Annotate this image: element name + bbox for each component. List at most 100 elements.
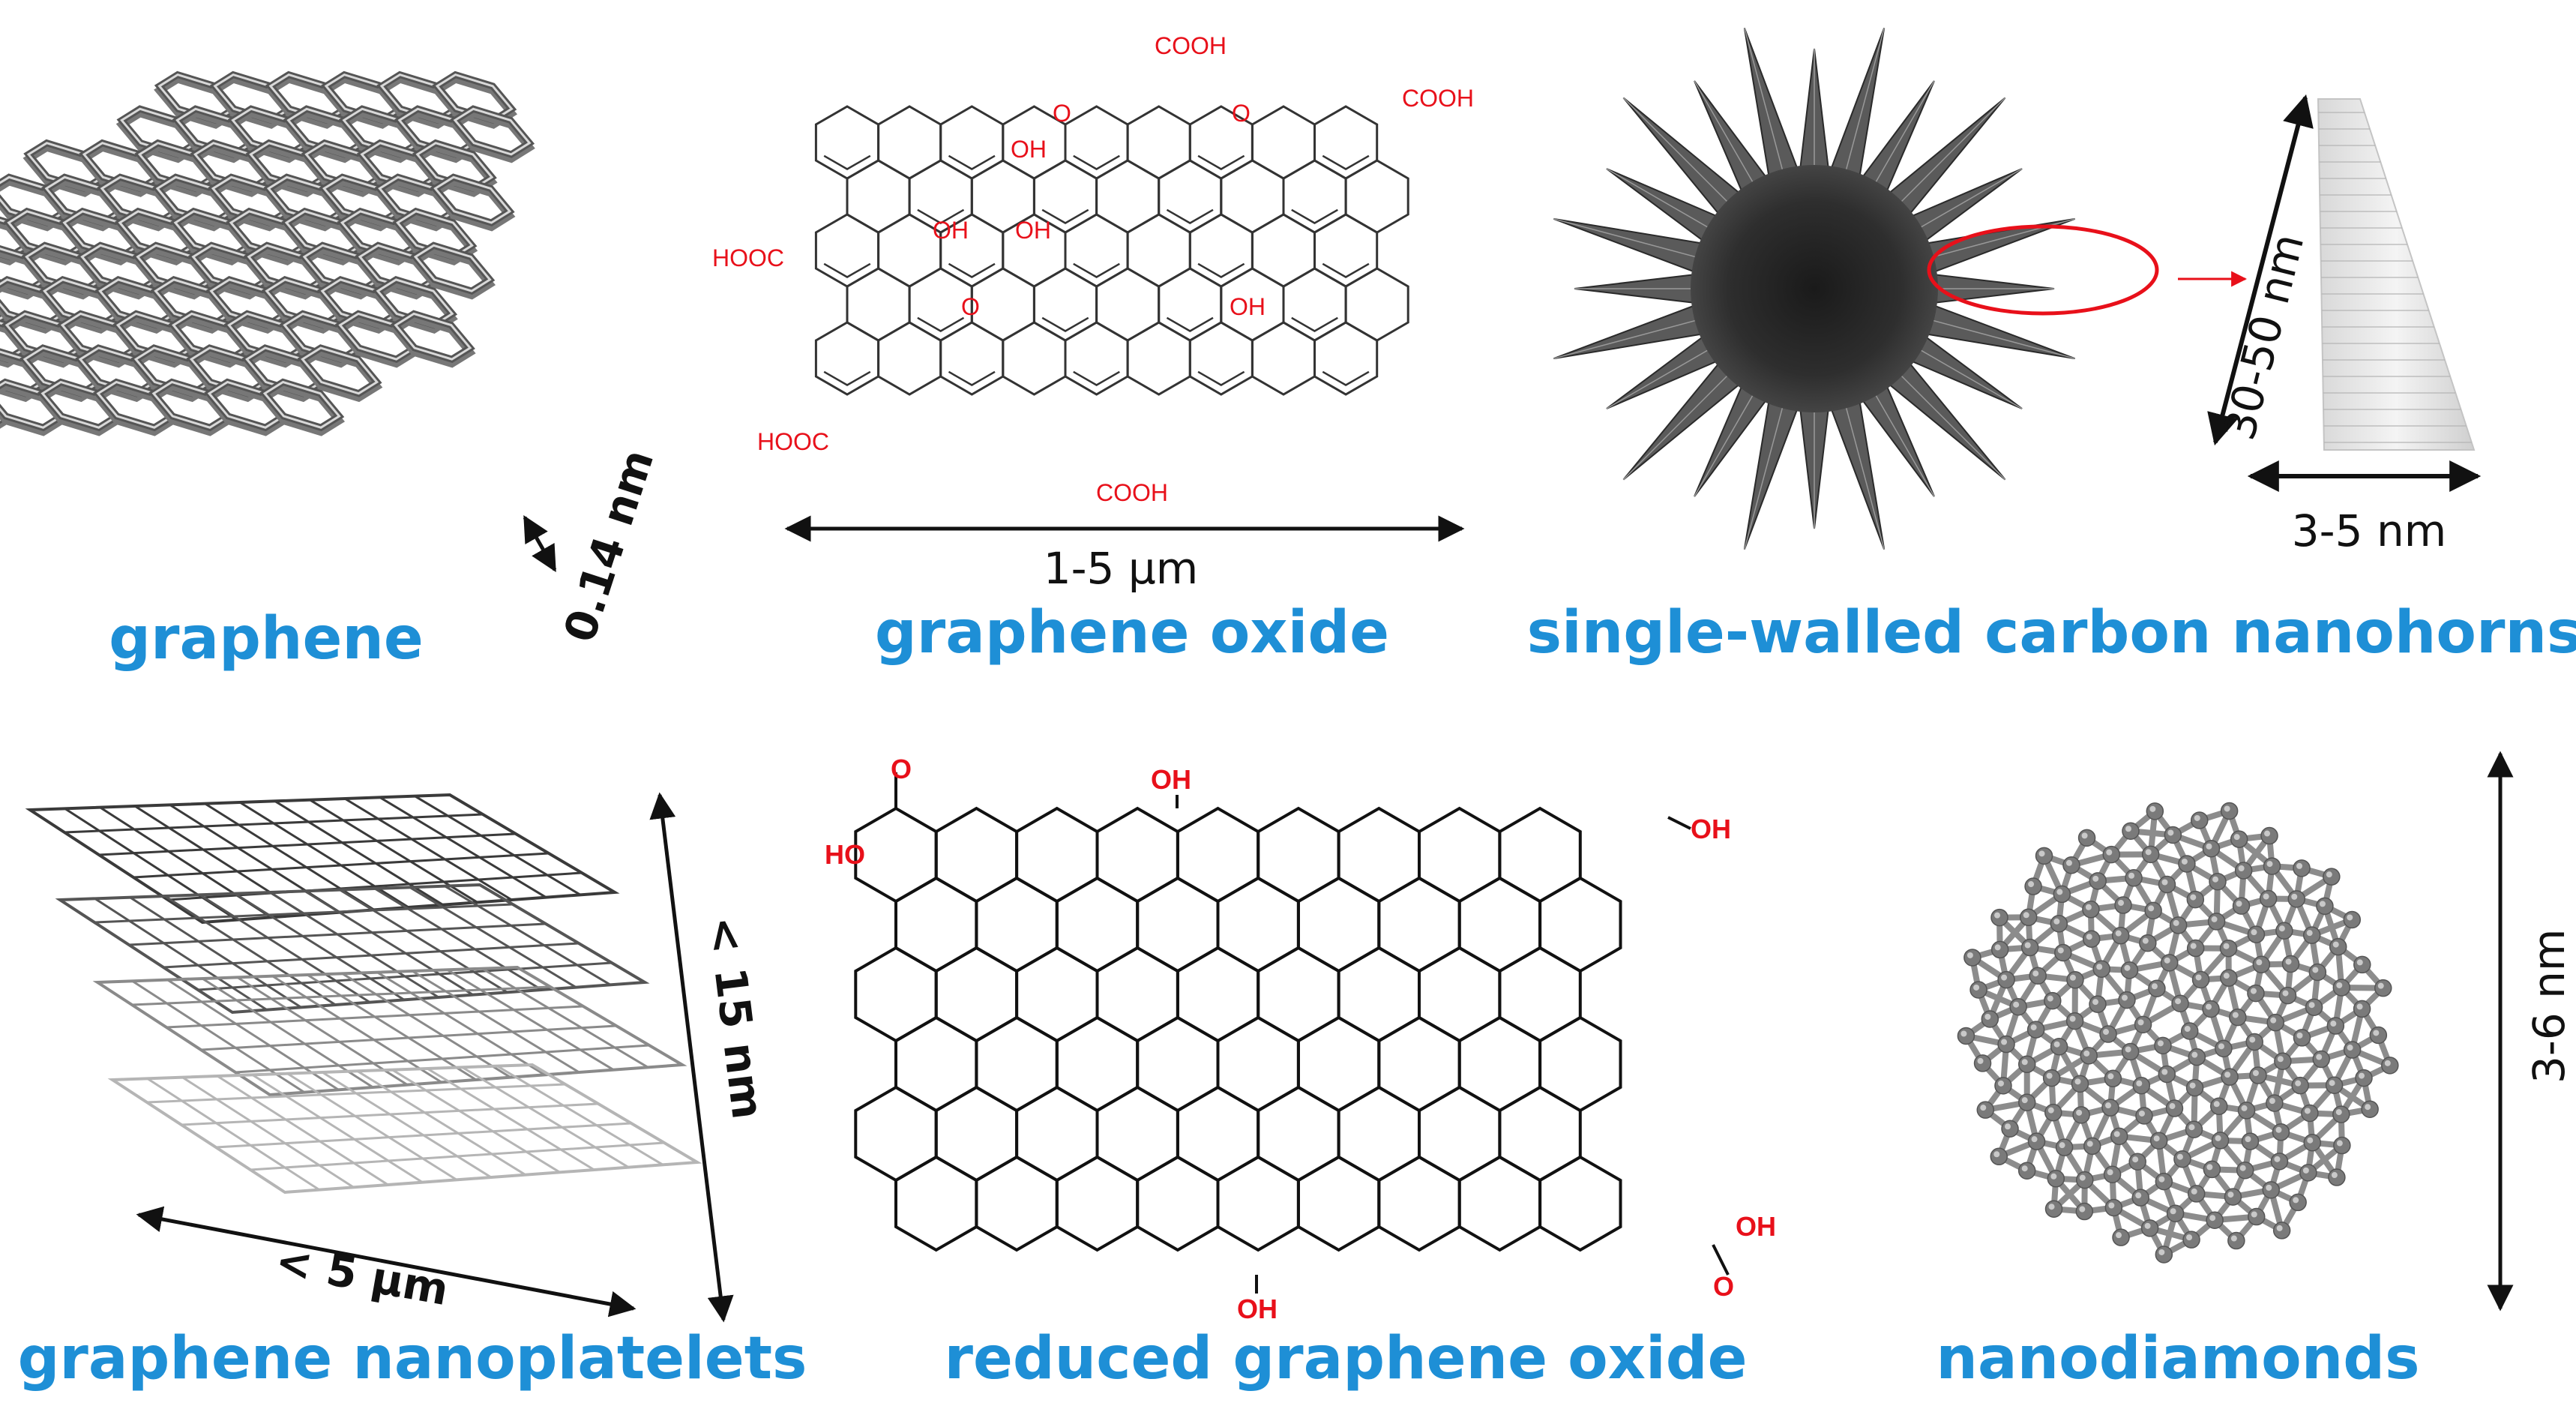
diamond-atom-highlight [2137,1019,2144,1026]
diamond-atom-highlight [2106,849,2113,856]
diamond-atom-highlight [2316,1054,2323,1060]
diamond-atom [2017,1055,2036,1074]
diamond-atom-highlight [2295,1080,2302,1087]
go-width-label: 1-5 μm [1044,543,1199,594]
rgo-ring [934,946,1019,1043]
diamond-atom-highlight [2046,1072,2053,1079]
diamond-atom [2289,1193,2307,1212]
diamond-atom-highlight [2250,988,2257,994]
platelet-ring-row [356,1070,526,1176]
platelet-ring-column [250,1141,665,1171]
diamond-atom-highlight [2092,999,2098,1006]
graphene-ring-highlight [262,380,341,429]
diamond-atom [2114,896,2132,914]
diamond-atom-highlight [2167,829,2174,836]
diamond-atom [2125,869,2143,887]
rgo-ring [1498,1085,1582,1183]
go-group-hooc-left: HOOC [712,244,784,271]
diamond-atom [2089,995,2107,1013]
rgo-carboxyl-o-right: O [1713,1271,1734,1302]
diamond-atom [2035,847,2053,865]
diamond-atom-highlight [2249,1036,2256,1043]
diamond-atom-highlight [2277,1056,2284,1063]
rgo-ring [1176,806,1260,904]
diamond-atom-highlight [2336,982,2343,988]
go-ring [1344,267,1409,342]
diamond-atom [2024,877,2042,895]
diamond-atom [2104,1198,2123,1217]
platelet-ring-row [446,969,615,1071]
diamond-atom [2230,830,2248,848]
diamond-atom-highlight [2251,1211,2257,1218]
diamond-atom-highlight [2223,973,2230,979]
diamond-atom-highlight [2158,1176,2165,1183]
diamond-atom [2236,1161,2254,1180]
diamond-atom [2082,930,2101,948]
diamond-atom-highlight [2136,1080,2143,1087]
diamond-atom [2185,1078,2204,1097]
diamond-atom-highlight [2194,814,2200,821]
go-group-hooc-lower: HOOC [757,428,829,455]
go-double-bond [1291,208,1338,224]
diamond-atom [2131,1189,2149,1207]
bond-length-label: 0.14 nm [554,443,664,648]
highlight-ellipse [1927,224,2159,316]
diamond-atom-highlight [2211,916,2218,922]
diamond-atom-highlight [2195,974,2202,981]
diamond-atom [2139,934,2157,952]
nanohorn-length-arrow [2207,94,2314,446]
diamond-atom-highlight [2161,879,2168,886]
go-double-bond [1291,316,1338,332]
rgo-carboxyl-o-left: O [891,754,912,784]
diamond-atom [2071,1075,2089,1093]
diamond-atom-highlight [2332,941,2339,948]
platelet-ring-row [286,1072,457,1181]
diamond-atom-highlight [2331,1172,2338,1179]
diamond-atom-highlight [2224,805,2230,812]
go-double-bond [1166,316,1214,332]
platelet-ring-column [235,1044,650,1074]
diamond-atom [2343,1041,2362,1059]
diamond-atom-highlight [2233,834,2240,841]
diamond-atom [2101,1099,2119,1117]
go-double-bond [917,316,965,332]
diamond-atom [2186,939,2205,958]
rgo-ring [1015,946,1099,1043]
diamond-atom-highlight [2047,1107,2054,1114]
go-ring [1158,159,1223,234]
rgo-ring [1176,946,1260,1043]
diamond-atom-highlight [2329,1080,2335,1087]
rgo-ring [854,946,938,1043]
nanodiamond-structure [1957,802,2399,1264]
diamond-atom-highlight [2206,843,2212,850]
go-ring [1126,105,1191,180]
rgo-ring [1216,876,1300,973]
rgo-ring [1337,946,1421,1043]
diamond-atom-highlight [2021,1097,2028,1104]
diamond-atom-highlight [2227,1192,2234,1198]
diamond-atom-highlight [2190,943,2197,949]
diamond-atom-highlight [2285,958,2292,965]
graphene-caption: graphene [109,605,424,673]
go-ring [939,105,1005,180]
diamond-atom-highlight [2001,1039,2008,1045]
diamond-atom [2262,1181,2280,1199]
diamond-atom [2054,943,2072,962]
go-ring [1251,105,1316,180]
diamond-atom [1976,1101,1995,1119]
diamond-atom [2055,1138,2074,1156]
platelet-ring-row [304,890,474,996]
platelet-outline [55,883,650,1015]
diamond-atom-highlight [2264,830,2271,837]
diamond-atom [2134,1015,2152,1034]
diamond-atom [2099,1025,2117,1043]
platelet-ring-row [374,887,543,991]
diamond-atom-highlight [2212,876,2219,883]
diamond-atom-highlight [2161,1069,2168,1075]
diamond-atom [2272,1123,2290,1141]
diamond-atom [2077,829,2096,847]
platelet-ring-row [202,977,374,1089]
diamond-atom [2044,1200,2063,1218]
go-double-bond [1322,370,1370,386]
diamond-atom-highlight [2142,937,2149,944]
